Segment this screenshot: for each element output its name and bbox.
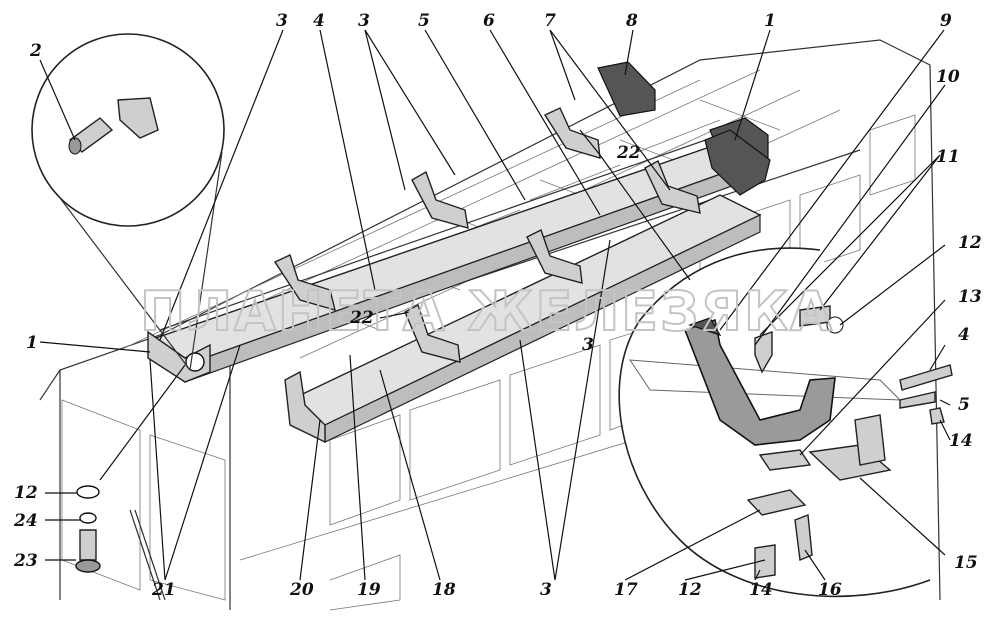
callout-17: 17 <box>614 580 638 600</box>
callout-11: 11 <box>936 147 960 167</box>
callout-12: 12 <box>14 483 38 503</box>
callout-3: 3 <box>276 11 288 31</box>
fastener-stack <box>75 485 101 573</box>
air-duct-lower <box>284 129 771 444</box>
callout-12: 12 <box>678 580 702 600</box>
callout-19: 19 <box>357 580 381 600</box>
callout-9: 9 <box>940 11 952 31</box>
watermark-text: ПЛАНЕТА ЖЕЛЕЗЯКА <box>140 280 834 343</box>
callout-12: 12 <box>958 233 982 253</box>
leader-lines <box>39 29 951 581</box>
callout-14: 14 <box>749 580 773 600</box>
callout-7: 7 <box>544 11 556 31</box>
callout-22: 22 <box>616 143 641 163</box>
callout-18: 18 <box>432 580 456 600</box>
callout-24: 24 <box>13 511 38 531</box>
callout-2: 2 <box>29 41 42 61</box>
callout-4: 4 <box>958 325 970 345</box>
callout-1: 1 <box>26 333 38 353</box>
callout-3: 3 <box>540 580 552 600</box>
callout-4: 4 <box>313 11 325 31</box>
callout-15: 15 <box>954 553 978 573</box>
callout-20: 20 <box>289 580 314 600</box>
air-duct-upper <box>147 61 769 384</box>
callout-3: 3 <box>582 335 594 355</box>
callout-10: 10 <box>936 67 960 87</box>
callout-5: 5 <box>418 11 430 31</box>
callout-21: 21 <box>151 580 176 600</box>
callout-14: 14 <box>949 431 973 451</box>
callout-6: 6 <box>483 11 495 31</box>
callout-23: 23 <box>13 551 38 571</box>
callout-22: 22 <box>349 308 374 328</box>
detail-circle-bracket <box>618 247 953 598</box>
callout-16: 16 <box>818 580 842 600</box>
callout-13: 13 <box>958 287 982 307</box>
detail-circle-fastener <box>31 33 225 371</box>
callout-1: 1 <box>764 11 776 31</box>
callout-8: 8 <box>625 11 638 31</box>
callout-3: 3 <box>358 11 370 31</box>
callout-5: 5 <box>958 395 970 415</box>
